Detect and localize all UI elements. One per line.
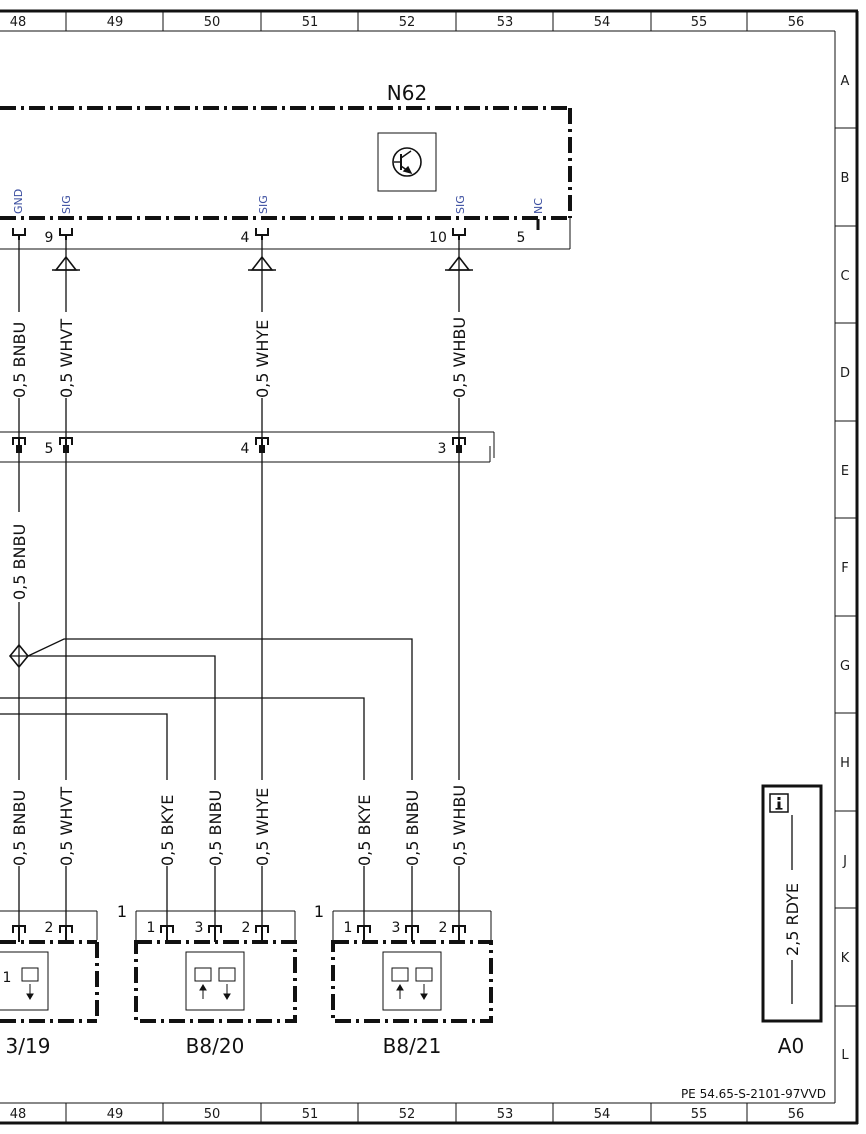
pin-label-sig: SIG [454,195,467,214]
column-numbers-top: 48 49 50 51 52 53 54 55 56 [10,15,805,30]
wire-label: 0,5 BNBU [10,524,29,600]
wire-label: 0,5 BNBU [403,790,422,866]
pin-number: 9 [45,230,54,246]
connector-pin-terminals [12,437,466,453]
sheet-frame [0,9,859,1125]
column-number: 50 [204,1107,221,1122]
connector-pin-blocks [16,445,462,453]
sensor-id: B8/21 [383,1034,442,1058]
sensor-3-19: 2 1 3/19 [0,910,99,1058]
module-pin-labels: GND SIG SIG SIG NC [12,189,545,214]
splice-point [8,643,30,669]
wire-labels-upper: 0,5 BNBU 0,5 WHVT 0,5 WHYE 0,5 WHBU [10,317,469,398]
row-letter: D [840,366,850,381]
wire-label: 0,5 WHVT [57,787,76,866]
wires [0,240,460,925]
pin-number: 2 [439,920,448,936]
row-letter: J [842,854,847,869]
pin-label-gnd: GND [12,189,25,214]
wire-label: 0,5 BKYE [355,795,374,866]
pin-number: 2 [242,920,251,936]
sensor-icon [0,951,49,1011]
info-wire-label: 2,5 RDYE [783,883,802,956]
column-number: 54 [594,1107,611,1122]
row-letter: H [840,756,850,771]
wire-label: 0,5 WHYE [253,320,272,398]
column-number: 48 [10,15,27,30]
pin-label-sig: SIG [60,195,73,214]
column-number: 56 [788,1107,805,1122]
pin-number: 1 [344,920,353,936]
column-number: 51 [302,15,319,30]
info-ref: A0 [778,1034,804,1058]
pin-number: 4 [241,441,250,457]
row-ticks [835,127,857,1007]
document-code: PE 54.65-S-2101-97VVD [681,1087,826,1101]
row-letter: B [841,171,850,186]
row-letter: K [841,951,850,966]
sensor-b8-21: 1 1 3 2 B8/21 [314,902,493,1058]
pin-number: 1 [314,902,324,921]
pin-number: 3 [392,920,401,936]
pin-number: 3 [195,920,204,936]
column-number: 54 [594,15,611,30]
wire-label: 0,5 WHVT [57,319,76,398]
info-icon [769,793,789,813]
pin-number: 4 [241,230,250,246]
row-letter: A [841,74,850,89]
column-number: 50 [204,15,221,30]
column-number: 51 [302,1107,319,1122]
module-id: N62 [387,81,427,105]
module-pin-numbers: 9 4 10 5 [45,230,526,246]
column-number: 56 [788,15,805,30]
pin-label-nc: NC [532,198,545,214]
wire-labels-lower: 0,5 BNBU 0,5 WHVT 0,5 BKYE 0,5 BNBU 0,5 … [10,785,469,866]
module-pin-terminals [12,219,540,240]
pin-number: 1 [117,902,127,921]
wire-label: 0,5 BNBU [206,790,225,866]
column-numbers-bottom: 48 49 50 51 52 53 54 55 56 [10,1107,805,1122]
wire-label: 0,5 BNBU [10,322,29,398]
column-number: 52 [399,15,416,30]
transistor-icon [377,132,437,192]
pin-label-sig: SIG [257,195,270,214]
column-number: 49 [107,1107,124,1122]
info-box: 2,5 RDYE [761,784,823,1023]
column-number: 52 [399,1107,416,1122]
connector-pin-numbers: 5 4 3 [45,441,447,457]
pin-number: 2 [45,920,54,936]
column-number: 55 [691,1107,708,1122]
column-number: 55 [691,15,708,30]
column-number: 53 [497,15,514,30]
wire-label: 0,5 WHBU [450,317,469,398]
module-outline [0,106,572,220]
row-letter: L [841,1048,849,1063]
pin-number: 1 [147,920,156,936]
pin-number: 5 [517,230,526,246]
sensor-icon [382,951,442,1011]
row-letter: C [840,269,849,284]
row-letters: A B C D E F G H J K L [840,74,850,1063]
column-ticks [65,11,748,1123]
wire-label: 0,5 WHBU [450,785,469,866]
wire-label: 0,5 WHYE [253,788,272,866]
wire-label: 0,5 BKYE [158,795,177,866]
column-number: 48 [10,1107,27,1122]
connector-outline [0,431,495,463]
row-letter: E [841,464,849,479]
row-letter: F [841,561,848,576]
sensor-b8-20: 1 1 3 2 B8/20 [117,902,297,1058]
pin-number: 1 [3,970,12,986]
pin-number: 5 [45,441,54,457]
row-letter: G [840,659,850,674]
wire-label: 0,5 BNBU [10,790,29,866]
column-number: 49 [107,15,124,30]
pin-number: 3 [438,441,447,457]
column-number: 53 [497,1107,514,1122]
pin-number: 10 [429,230,447,246]
sensor-id: 3/19 [6,1034,51,1058]
sensor-id: B8/20 [186,1034,245,1058]
sensor-icon [185,951,245,1011]
